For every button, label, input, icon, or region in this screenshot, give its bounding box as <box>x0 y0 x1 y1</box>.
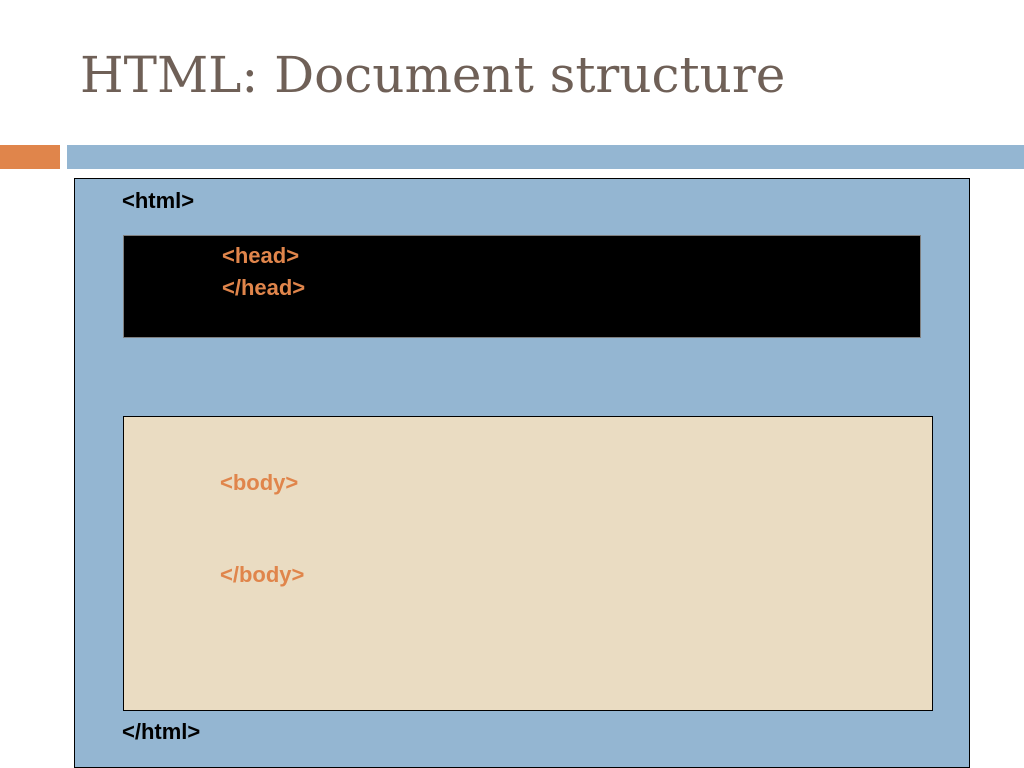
html-close-tag: </html> <box>122 719 201 744</box>
slide-title: HTML: Document structure <box>80 46 786 104</box>
head-close-tag: </head> <box>222 275 306 300</box>
head-open-tag: <head> <box>222 243 300 268</box>
title-accent-bar-orange <box>0 145 60 169</box>
head-element-box <box>123 235 921 338</box>
body-close-tag: </body> <box>220 562 305 587</box>
body-open-tag: <body> <box>220 470 299 495</box>
title-accent-bar-blue <box>67 145 1024 169</box>
html-open-tag: <html> <box>122 188 195 213</box>
body-element-box <box>123 416 933 711</box>
